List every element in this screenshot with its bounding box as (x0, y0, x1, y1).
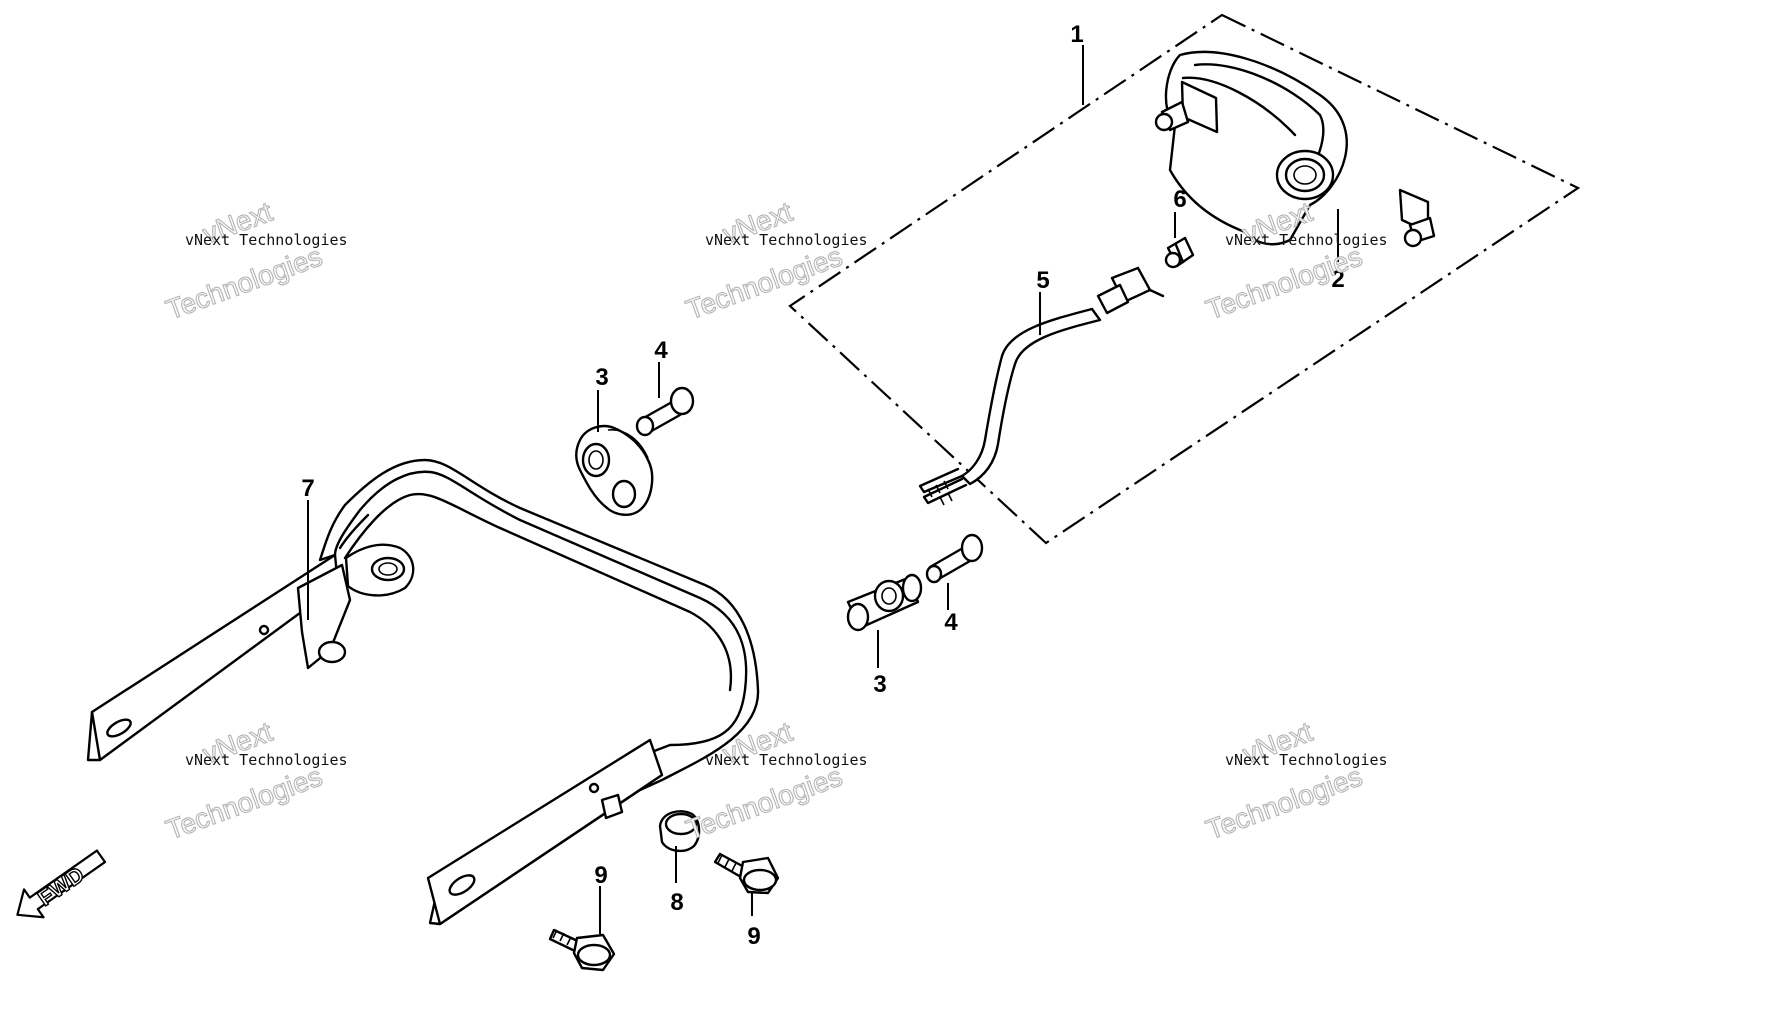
rear-grip-frame (86, 458, 760, 926)
flange-bolt-right (713, 852, 780, 895)
callout-2: 2 (1331, 266, 1344, 293)
callout-7: 7 (301, 475, 314, 502)
assembly-1-outline (788, 13, 1581, 545)
bolt-upper (635, 386, 695, 437)
svg-text:vNext Technologies: vNext Technologies (705, 751, 868, 769)
arrow-icon (16, 849, 107, 919)
svg-text:vNext Technologies: vNext Technologies (185, 231, 348, 249)
callout-9-left: 9 (594, 862, 607, 889)
watermark-bottom-right: vNext Technologies vNext Technologies (1201, 715, 1388, 846)
callout-1: 1 (1070, 21, 1083, 48)
callout-5: 5 (1036, 267, 1049, 294)
watermark-top-center: vNext Technologies vNext Technologies (681, 195, 868, 326)
svg-text:Technologies: Technologies (162, 240, 326, 325)
bulb (1164, 236, 1195, 269)
bolt-lower (925, 533, 984, 584)
watermark-bottom-center: vNext Technologies vNext Technologies (681, 715, 868, 846)
socket-cord (918, 266, 1165, 506)
callout-9-right: 9 (747, 923, 760, 950)
callout-3-upper: 3 (595, 364, 608, 391)
flange-bolt-left (548, 928, 616, 972)
svg-text:Technologies: Technologies (1202, 760, 1366, 845)
svg-text:Technologies: Technologies (162, 760, 326, 845)
svg-text:vNext Technologies: vNext Technologies (1225, 751, 1388, 769)
svg-text:vNext Technologies: vNext Technologies (185, 751, 348, 769)
svg-text:vNext Technologies: vNext Technologies (705, 231, 868, 249)
grommet-lower (846, 573, 923, 632)
svg-text:Technologies: Technologies (682, 760, 846, 845)
spacer-bracket-upper (575, 424, 654, 516)
callout-6: 6 (1173, 186, 1186, 213)
watermark-bottom-left: vNext Technologies vNext Technologies (161, 715, 348, 846)
callout-3-lower: 3 (873, 671, 886, 698)
tail-light-housing (1154, 50, 1436, 248)
collar (658, 810, 701, 853)
callout-4-upper: 4 (654, 337, 668, 364)
svg-text:Technologies: Technologies (682, 240, 846, 325)
leader-lines (307, 45, 1339, 934)
callout-4-lower: 4 (944, 609, 958, 636)
svg-text:vNext Technologies: vNext Technologies (1225, 231, 1388, 249)
callout-8: 8 (670, 889, 683, 916)
fwd-indicator: FWD (16, 849, 107, 919)
watermark-top-left: vNext Technologies vNext Technologies (161, 195, 348, 326)
